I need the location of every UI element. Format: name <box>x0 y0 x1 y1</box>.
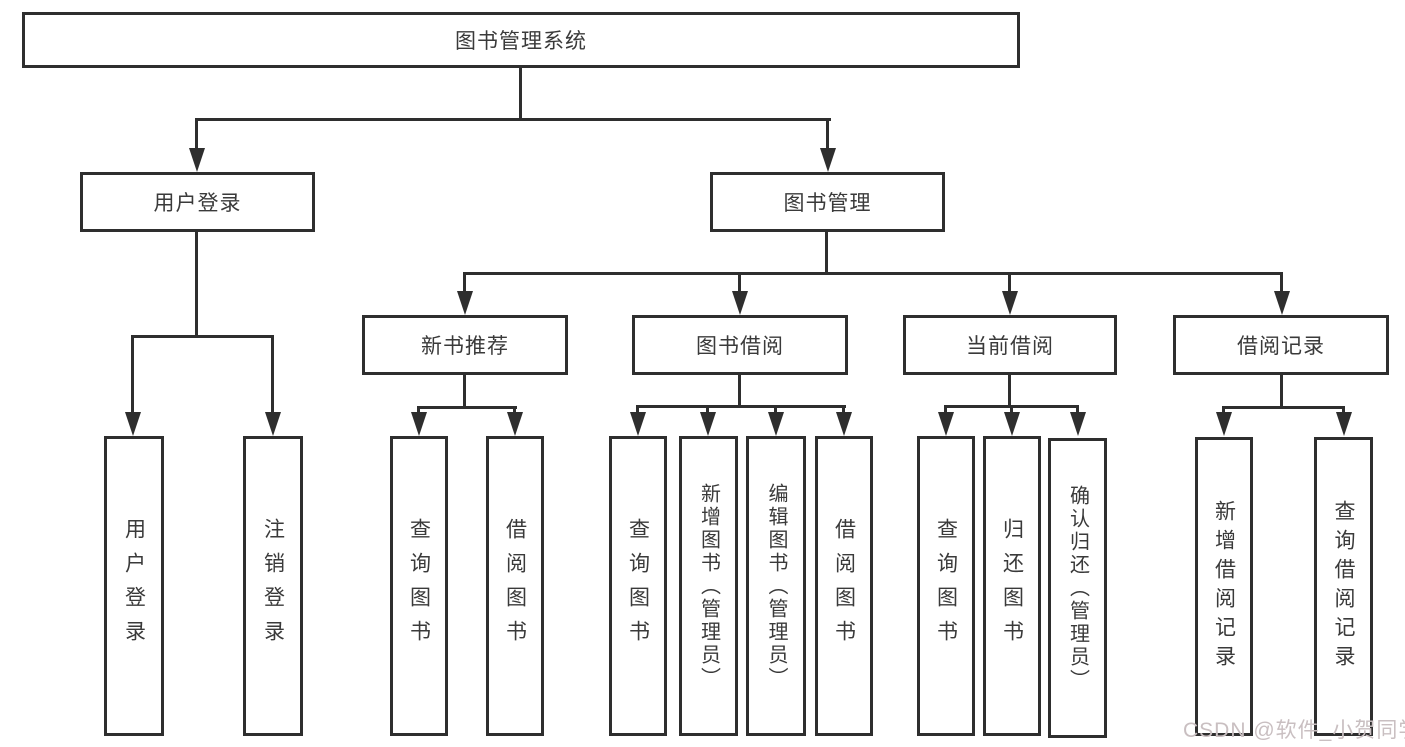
connector-line <box>513 406 516 414</box>
leaf-confirm-return-admin-label: 确认归还（管理员） <box>1066 484 1089 692</box>
node-new-book-recommend-label: 新书推荐 <box>421 335 509 358</box>
leaf-user-login-label: 用户登录 <box>122 518 146 654</box>
leaf-add-borrow-record-label: 新增借阅记录 <box>1212 499 1236 674</box>
connector-line <box>463 272 1283 275</box>
connector-line <box>944 405 947 414</box>
leaf-current-query-books-label: 查询图书 <box>934 518 958 654</box>
arrow-down-icon <box>265 412 281 436</box>
arrow-down-icon <box>1004 412 1020 436</box>
leaf-current-query-books: 查询图书 <box>917 436 975 736</box>
connector-line <box>1280 272 1283 295</box>
arrow-down-icon <box>938 412 954 436</box>
leaf-borrow-books-label: 借阅图书 <box>832 518 856 654</box>
node-current-borrow-label: 当前借阅 <box>966 335 1054 358</box>
leaf-query-borrow-record-label: 查询借阅记录 <box>1332 499 1355 674</box>
arrow-down-icon <box>1336 412 1352 436</box>
connector-line <box>417 406 517 409</box>
connector-line <box>1008 375 1011 405</box>
node-borrow-records: 借阅记录 <box>1173 315 1389 375</box>
arrow-down-icon <box>189 148 205 172</box>
arrow-down-icon <box>125 412 141 436</box>
node-library-system-label: 图书管理系统 <box>455 30 587 53</box>
node-book-borrow-label: 图书借阅 <box>696 335 784 358</box>
node-borrow-records-label: 借阅记录 <box>1237 335 1325 358</box>
connector-line <box>636 405 639 414</box>
connector-line <box>738 375 741 405</box>
csdn-watermark: CSDN @软件_小贺同学 <box>1183 719 1405 742</box>
leaf-recommend-borrow-books: 借阅图书 <box>486 436 544 736</box>
connector-line <box>519 68 522 118</box>
leaf-add-books-admin: 新增图书（管理员） <box>679 436 738 736</box>
node-new-book-recommend: 新书推荐 <box>362 315 568 375</box>
leaf-add-borrow-record: 新增借阅记录 <box>1195 437 1253 736</box>
leaf-add-books-admin-label: 新增图书（管理员） <box>697 482 720 690</box>
connector-line <box>195 118 198 152</box>
leaf-logout: 注销登录 <box>243 436 303 736</box>
connector-line <box>706 405 709 414</box>
connector-line <box>417 406 420 414</box>
connector-line <box>463 375 466 406</box>
leaf-recommend-query-books: 查询图书 <box>390 436 448 736</box>
arrow-down-icon <box>820 148 836 172</box>
leaf-borrow-books: 借阅图书 <box>815 436 873 736</box>
arrow-down-icon <box>1274 291 1290 315</box>
leaf-recommend-borrow-books-label: 借阅图书 <box>503 518 527 654</box>
connector-line <box>131 335 274 338</box>
arrow-down-icon <box>630 412 646 436</box>
node-book-management: 图书管理 <box>710 172 945 232</box>
arrow-down-icon <box>768 412 784 436</box>
connector-line <box>1280 375 1283 406</box>
connector-line <box>271 335 274 414</box>
arrow-down-icon <box>1216 412 1232 436</box>
arrow-down-icon <box>507 412 523 436</box>
node-user-login: 用户登录 <box>80 172 315 232</box>
arrow-down-icon <box>700 412 716 436</box>
connector-line <box>636 405 846 408</box>
leaf-user-login: 用户登录 <box>104 436 164 736</box>
arrow-down-icon <box>732 291 748 315</box>
leaf-borrow-query-books-label: 查询图书 <box>626 518 650 654</box>
connector-line <box>195 232 198 335</box>
connector-line <box>1342 406 1345 414</box>
leaf-recommend-query-books-label: 查询图书 <box>407 518 431 654</box>
arrow-down-icon <box>411 412 427 436</box>
connector-line <box>774 405 777 414</box>
node-user-login-label: 用户登录 <box>153 192 242 215</box>
leaf-borrow-query-books: 查询图书 <box>609 436 667 736</box>
leaf-return-books-label: 归还图书 <box>1000 518 1024 654</box>
arrow-down-icon <box>1070 412 1086 436</box>
leaf-edit-books-admin: 编辑图书（管理员） <box>746 436 806 736</box>
connector-line <box>1076 405 1079 414</box>
arrow-down-icon <box>457 291 473 315</box>
connector-line <box>842 405 845 414</box>
node-book-borrow: 图书借阅 <box>632 315 848 375</box>
connector-line <box>826 118 829 152</box>
connector-line <box>1222 406 1345 409</box>
leaf-query-borrow-record: 查询借阅记录 <box>1314 437 1373 736</box>
connector-line <box>195 118 831 121</box>
connector-line <box>1008 272 1011 295</box>
node-library-system: 图书管理系统 <box>22 12 1020 68</box>
connector-line <box>825 232 828 272</box>
leaf-return-books: 归还图书 <box>983 436 1041 736</box>
leaf-logout-label: 注销登录 <box>261 518 285 654</box>
connector-line <box>1010 405 1013 414</box>
node-current-borrow: 当前借阅 <box>903 315 1117 375</box>
arrow-down-icon <box>1002 291 1018 315</box>
leaf-edit-books-admin-label: 编辑图书（管理员） <box>765 482 787 690</box>
arrow-down-icon <box>836 412 852 436</box>
connector-line <box>1222 406 1225 414</box>
connector-line <box>463 272 466 295</box>
node-book-management-label: 图书管理 <box>783 192 872 215</box>
connector-line <box>131 335 134 414</box>
leaf-confirm-return-admin: 确认归还（管理员） <box>1048 438 1107 738</box>
connector-line <box>738 272 741 295</box>
